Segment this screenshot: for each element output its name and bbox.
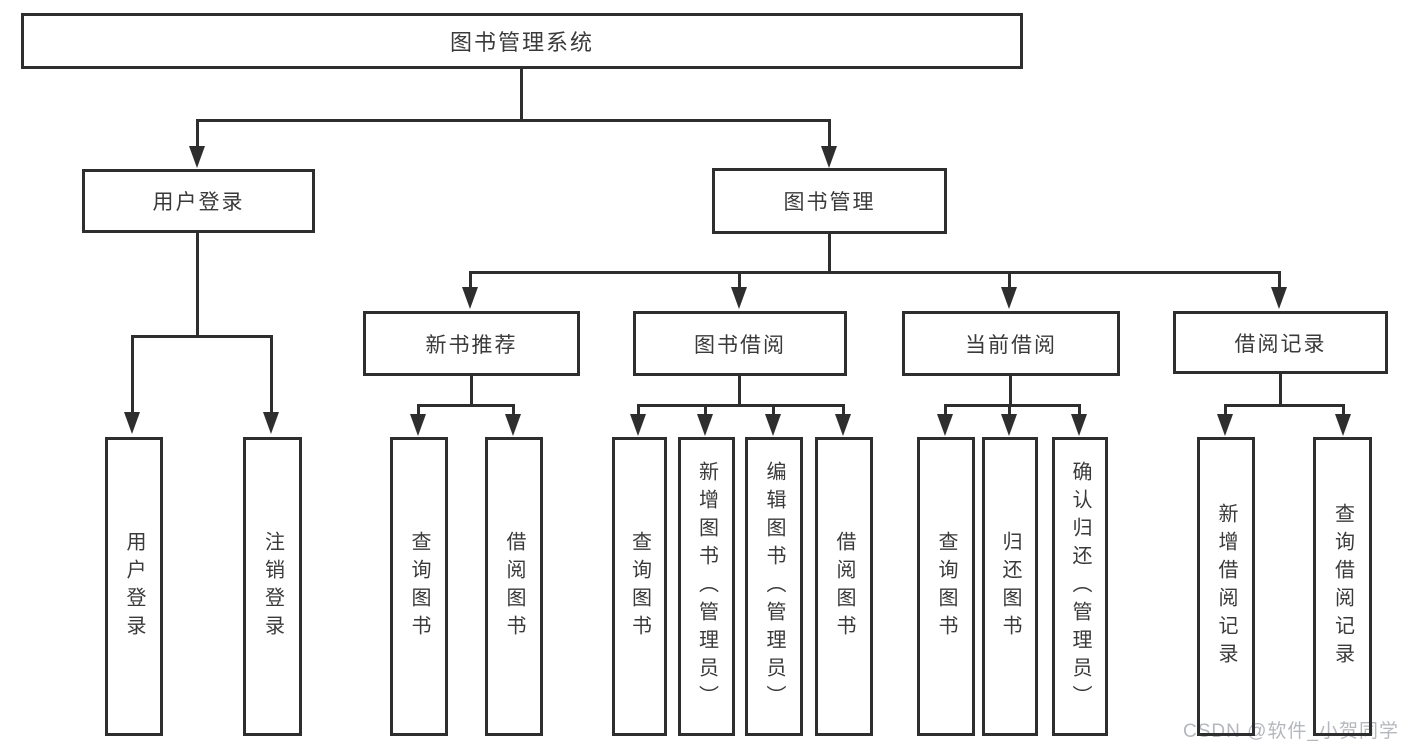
leaf-add-borrow-record: 新增借阅记录 bbox=[1197, 437, 1255, 736]
arrowhead bbox=[1071, 414, 1087, 436]
arrowhead bbox=[821, 146, 837, 168]
connector-rail bbox=[1224, 404, 1345, 407]
node-book-borrowing: 图书借阅 bbox=[633, 311, 847, 376]
node-book-management: 图书管理 bbox=[712, 168, 947, 234]
leaf-borrow-books-recommend: 借阅图书 bbox=[485, 437, 543, 736]
connector-rail bbox=[637, 404, 845, 407]
node-label: 图书管理 bbox=[783, 191, 876, 214]
leaf-query-books-recommend: 查询图书 bbox=[390, 437, 448, 736]
connector-shaft bbox=[196, 119, 199, 149]
leaf-label: 确认归还（管理员） bbox=[1069, 460, 1091, 713]
leaf-label: 查询借阅记录 bbox=[1331, 502, 1354, 671]
connector-stub bbox=[1279, 374, 1282, 407]
connector-shaft bbox=[1078, 404, 1081, 417]
leaf-label: 归还图书 bbox=[999, 530, 1021, 643]
leaf-borrow-books-borrowing: 借阅图书 bbox=[815, 437, 873, 736]
arrowhead bbox=[630, 414, 646, 436]
connector-stub bbox=[1009, 376, 1012, 407]
leaf-confirm-return-admin: 确认归还（管理员） bbox=[1052, 437, 1108, 736]
arrowhead bbox=[189, 146, 205, 168]
connector-shaft bbox=[1008, 271, 1011, 288]
connector-shaft bbox=[512, 404, 515, 417]
connector-shaft bbox=[828, 119, 831, 149]
arrowhead bbox=[1001, 287, 1017, 309]
leaf-add-books-admin: 新增图书（管理员） bbox=[678, 437, 735, 736]
leaf-label: 用户登录 bbox=[123, 530, 145, 643]
arrowhead bbox=[1217, 414, 1233, 436]
connector-shaft bbox=[842, 404, 845, 417]
leaf-logout-login: 注销登录 bbox=[243, 437, 302, 736]
node-borrowing-records: 借阅记录 bbox=[1173, 311, 1388, 374]
arrowhead bbox=[697, 414, 713, 436]
arrowhead bbox=[1001, 414, 1017, 436]
arrowhead bbox=[1335, 414, 1351, 436]
arrowhead bbox=[765, 414, 781, 436]
node-label: 图书管理系统 bbox=[449, 30, 594, 55]
connector-shaft bbox=[270, 335, 273, 414]
connector-rail bbox=[417, 404, 515, 407]
connector-shaft bbox=[417, 404, 420, 417]
leaf-query-borrow-record: 查询借阅记录 bbox=[1313, 437, 1372, 736]
connector-shaft bbox=[704, 404, 707, 417]
leaf-return-books: 归还图书 bbox=[982, 437, 1038, 736]
arrowhead bbox=[505, 414, 521, 436]
node-label: 新书推荐 bbox=[425, 333, 518, 357]
arrowhead bbox=[410, 414, 426, 436]
leaf-label: 新增图书（管理员） bbox=[695, 460, 718, 713]
node-label: 用户登录 bbox=[152, 191, 245, 214]
arrowhead bbox=[1271, 287, 1287, 309]
leaf-label: 借阅图书 bbox=[833, 530, 855, 643]
arrowhead bbox=[937, 414, 953, 436]
connector-level2-rail bbox=[196, 119, 831, 122]
connector-shaft bbox=[772, 404, 775, 417]
connector-shaft bbox=[1278, 271, 1281, 288]
watermark: CSDN @软件_小贺同学 bbox=[1183, 721, 1399, 742]
node-label: 借阅记录 bbox=[1234, 332, 1327, 356]
connector-rail bbox=[944, 404, 1081, 407]
connector-shaft bbox=[469, 271, 472, 288]
connector-user-login-stub bbox=[196, 233, 199, 338]
connector-shaft bbox=[131, 335, 134, 414]
connector-book-management-stub bbox=[828, 234, 831, 274]
arrowhead bbox=[124, 412, 140, 434]
connector-shaft bbox=[1008, 404, 1011, 417]
node-library-management-system: 图书管理系统 bbox=[21, 13, 1023, 69]
leaf-label: 查询图书 bbox=[935, 530, 957, 643]
arrowhead bbox=[731, 287, 747, 309]
arrowhead bbox=[263, 412, 279, 434]
connector-shaft bbox=[944, 404, 947, 417]
connector-stub bbox=[470, 376, 473, 407]
connector-level3-rail bbox=[469, 271, 1281, 274]
node-new-book-recommendation: 新书推荐 bbox=[363, 311, 580, 376]
node-label: 图书借阅 bbox=[694, 333, 786, 357]
connector-root-stub bbox=[520, 69, 523, 122]
leaf-query-books-borrowing: 查询图书 bbox=[612, 437, 667, 736]
node-label: 当前借阅 bbox=[965, 333, 1057, 357]
node-current-borrowing: 当前借阅 bbox=[902, 311, 1120, 376]
connector-shaft bbox=[637, 404, 640, 417]
leaf-query-books-current: 查询图书 bbox=[917, 437, 975, 736]
node-user-login: 用户登录 bbox=[82, 169, 315, 233]
connector-shaft bbox=[1342, 404, 1345, 417]
leaf-edit-books-admin: 编辑图书（管理员） bbox=[745, 437, 803, 736]
leaf-label: 查询图书 bbox=[628, 530, 651, 643]
leaf-label: 查询图书 bbox=[408, 530, 430, 643]
leaf-label: 借阅图书 bbox=[503, 530, 525, 643]
leaf-label: 编辑图书（管理员） bbox=[763, 460, 785, 713]
connector-user-login-rail bbox=[131, 335, 273, 338]
connector-stub bbox=[738, 376, 741, 407]
leaf-label: 注销登录 bbox=[261, 530, 284, 643]
arrowhead bbox=[462, 287, 478, 309]
connector-shaft bbox=[738, 271, 741, 288]
leaf-user-login: 用户登录 bbox=[105, 437, 163, 736]
leaf-label: 新增借阅记录 bbox=[1215, 502, 1237, 671]
connector-shaft bbox=[1224, 404, 1227, 417]
arrowhead bbox=[835, 414, 851, 436]
